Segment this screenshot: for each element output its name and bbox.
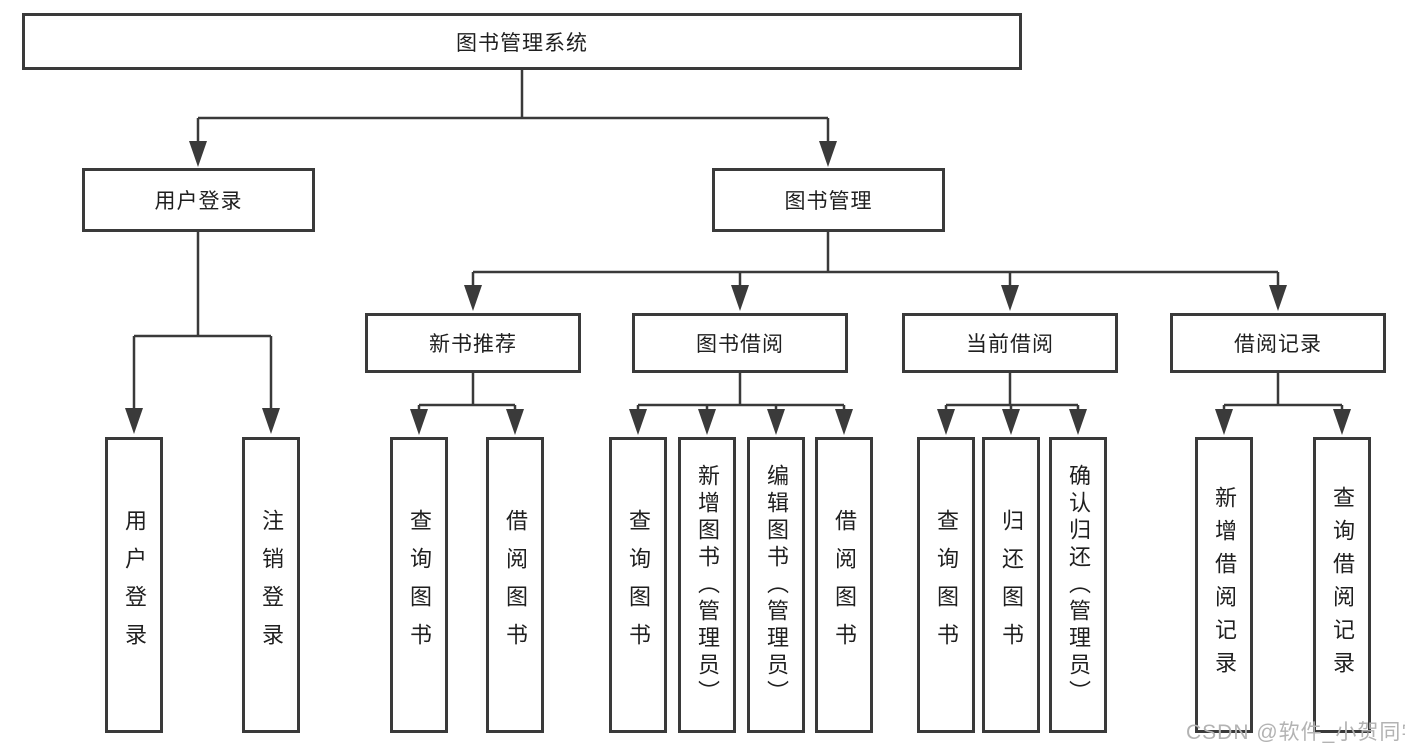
node-label: 借阅图书 (832, 509, 857, 661)
arrowhead (629, 409, 647, 435)
node-label: 图书借阅 (696, 333, 784, 356)
node-label: 新增图书（管理员） (695, 463, 720, 707)
leaf-query-books-1: 查询图书 (390, 437, 448, 733)
node-book-borrowing: 图书借阅 (632, 313, 848, 373)
arrowhead (125, 408, 143, 434)
node-label: 用户登录 (122, 509, 147, 661)
connector-user-login-branch (132, 232, 273, 412)
leaf-logout: 注销登录 (242, 437, 300, 733)
node-label: 注销登录 (259, 509, 284, 661)
node-current-borrowing: 当前借阅 (902, 313, 1118, 373)
leaf-user-login: 用户登录 (105, 437, 163, 733)
node-label: 查询图书 (407, 509, 432, 661)
arrowhead (835, 409, 853, 435)
leaf-confirm-return-admin: 确认归还（管理员） (1049, 437, 1107, 733)
node-borrowing-records: 借阅记录 (1170, 313, 1386, 373)
connector-book-mgmt-to-level3 (471, 232, 1280, 290)
connector-group-book-borrow (636, 373, 846, 414)
leaf-borrow-books-2: 借阅图书 (815, 437, 873, 733)
arrowhead (189, 141, 207, 167)
node-label: 图书管理 (784, 190, 873, 213)
node-label: 查询图书 (626, 509, 651, 661)
leaf-return-books: 归还图书 (982, 437, 1040, 733)
watermark: CSDN @软件_小贺同学 (1186, 721, 1405, 744)
arrowhead (1001, 285, 1019, 311)
leaf-add-borrow-record: 新增借阅记录 (1195, 437, 1253, 733)
node-user-login: 用户登录 (82, 168, 315, 232)
arrowhead (1002, 409, 1020, 435)
connector-group-current-borrow (944, 373, 1080, 414)
leaf-query-books-2: 查询图书 (609, 437, 667, 733)
arrowhead (1333, 409, 1351, 435)
arrowhead (698, 409, 716, 435)
node-label: 图书管理系统 (456, 31, 588, 55)
arrowhead (937, 409, 955, 435)
node-label: 查询图书 (934, 509, 959, 661)
connector-group-borrow-records (1222, 373, 1344, 414)
connector-root-to-level2 (196, 70, 830, 146)
node-label: 当前借阅 (966, 333, 1054, 356)
node-label: 归还图书 (999, 509, 1024, 661)
arrowhead (262, 408, 280, 434)
arrowhead (731, 285, 749, 311)
node-label: 查询借阅记录 (1330, 486, 1355, 684)
leaf-borrow-books-1: 借阅图书 (486, 437, 544, 733)
node-label: 新增借阅记录 (1212, 486, 1237, 684)
arrowhead (1215, 409, 1233, 435)
arrowhead (1069, 409, 1087, 435)
arrowhead (410, 409, 428, 435)
arrowhead (819, 141, 837, 167)
arrowhead (506, 409, 524, 435)
arrowhead (767, 409, 785, 435)
leaf-query-borrow-record: 查询借阅记录 (1313, 437, 1371, 733)
leaf-add-books-admin: 新增图书（管理员） (678, 437, 736, 733)
node-label: 借阅图书 (503, 509, 528, 661)
arrowhead (1269, 285, 1287, 311)
node-label: 用户登录 (154, 190, 243, 213)
leaf-edit-books-admin: 编辑图书（管理员） (747, 437, 805, 733)
leaf-query-books-3: 查询图书 (917, 437, 975, 733)
connector-group-new-book (417, 373, 517, 414)
node-book-management: 图书管理 (712, 168, 945, 232)
node-library-management-system: 图书管理系统 (22, 13, 1022, 70)
node-label: 编辑图书（管理员） (764, 463, 789, 707)
node-new-book-recommendation: 新书推荐 (365, 313, 581, 373)
node-label: 确认归还（管理员） (1066, 463, 1091, 707)
node-label: 借阅记录 (1234, 333, 1322, 356)
arrowhead (464, 285, 482, 311)
node-label: 新书推荐 (429, 333, 517, 356)
